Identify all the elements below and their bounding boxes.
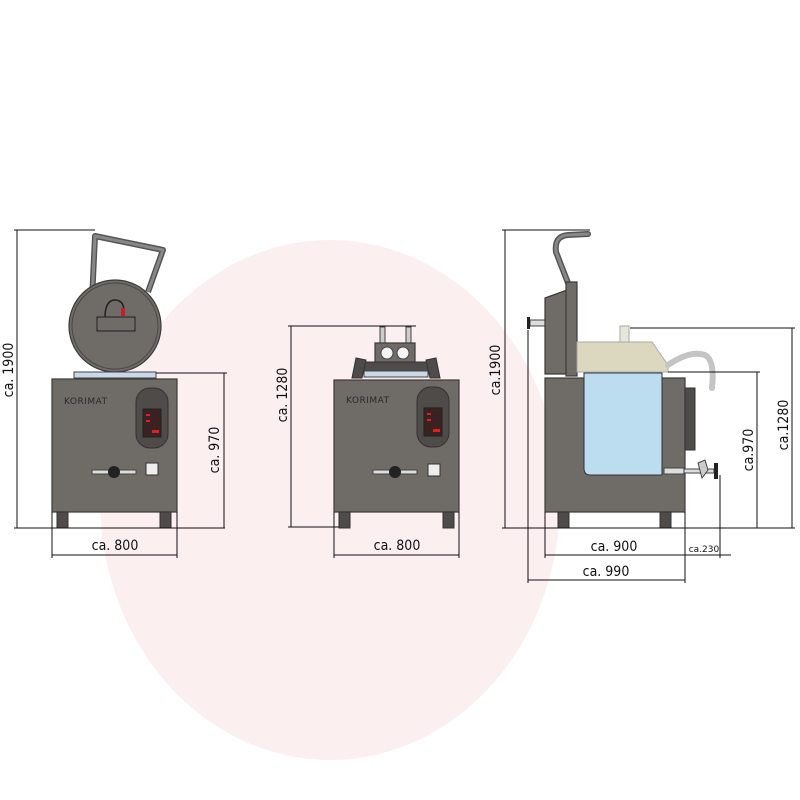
dimensions-side: ca.1900 ca.970 ca.1280 ca. 900 ca.230 ca… — [488, 229, 795, 583]
dim-depth: ca. 900 — [591, 539, 638, 555]
watermark — [100, 240, 560, 760]
dim-height-lid-side: ca.1280 — [776, 400, 792, 451]
dim-height-body-side: ca.970 — [741, 429, 757, 472]
machine-side — [527, 231, 718, 529]
machine-front-closed: KORIMAT — [333, 326, 460, 529]
dimensions-front-open: ca. 1900 ca. 970 ca. 800 — [1, 229, 227, 558]
brand-label: KORIMAT — [64, 397, 108, 407]
dim-width: ca. 800 — [92, 538, 139, 554]
dim-height-body: ca. 970 — [207, 427, 223, 474]
dim-depth-total: ca. 990 — [583, 564, 630, 580]
dim-height-total-side: ca.1900 — [488, 345, 504, 396]
dimensions-front-closed: ca. 1280 ca. 800 — [275, 325, 460, 558]
dim-width-2: ca. 800 — [374, 538, 421, 554]
dim-height-total: ca. 1900 — [1, 343, 17, 398]
dim-tap: ca.230 — [689, 545, 720, 555]
brand-label-2: KORIMAT — [346, 396, 390, 406]
dim-height: ca. 1280 — [275, 368, 291, 423]
machine-front-open: KORIMAT — [51, 233, 178, 529]
